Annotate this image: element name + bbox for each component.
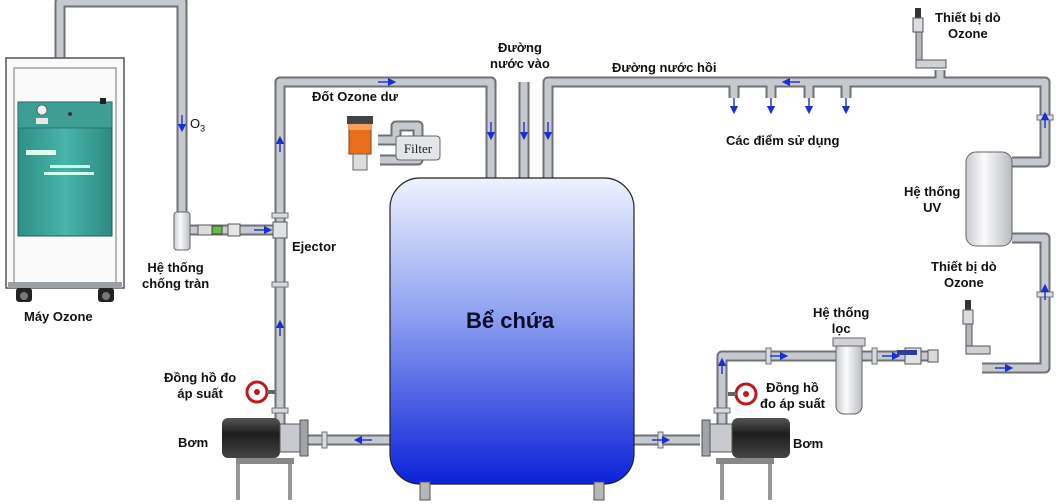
filter-housing-icon	[832, 337, 939, 415]
ozone-burner	[347, 116, 373, 171]
overflow-prevention-vessel	[173, 211, 241, 251]
pressure-gauge-icon	[728, 382, 758, 406]
filter-canister: Filter	[395, 135, 441, 161]
return-line-label: Đường nước hồi	[612, 60, 717, 75]
tank-label: Bể chứa	[466, 308, 555, 333]
pressure-gauge-icon	[245, 380, 275, 404]
pump-left-label: Bơm	[178, 435, 209, 450]
flow-arrows	[177, 77, 1050, 445]
ozone-machine-label: Máy Ozone	[24, 309, 93, 324]
ozone-detector-icon	[962, 300, 991, 355]
ozone-burner-label: Đốt Ozone dư	[312, 89, 398, 104]
ejector-label: Ejector	[292, 239, 337, 254]
uv-lamp-icon	[965, 151, 1013, 247]
pump-right-label: Bơm	[793, 436, 824, 451]
o3-label: O3	[190, 116, 206, 134]
ejector-icon	[272, 221, 288, 239]
filter-label: Filter	[404, 141, 433, 156]
pump-icon	[701, 418, 790, 500]
pump-icon	[222, 418, 309, 500]
storage-tank	[389, 177, 635, 501]
ozone-generator-icon	[5, 57, 125, 302]
usage-points-label: Các điểm sử dụng	[726, 133, 840, 148]
ozone-detector-icon	[912, 8, 947, 69]
